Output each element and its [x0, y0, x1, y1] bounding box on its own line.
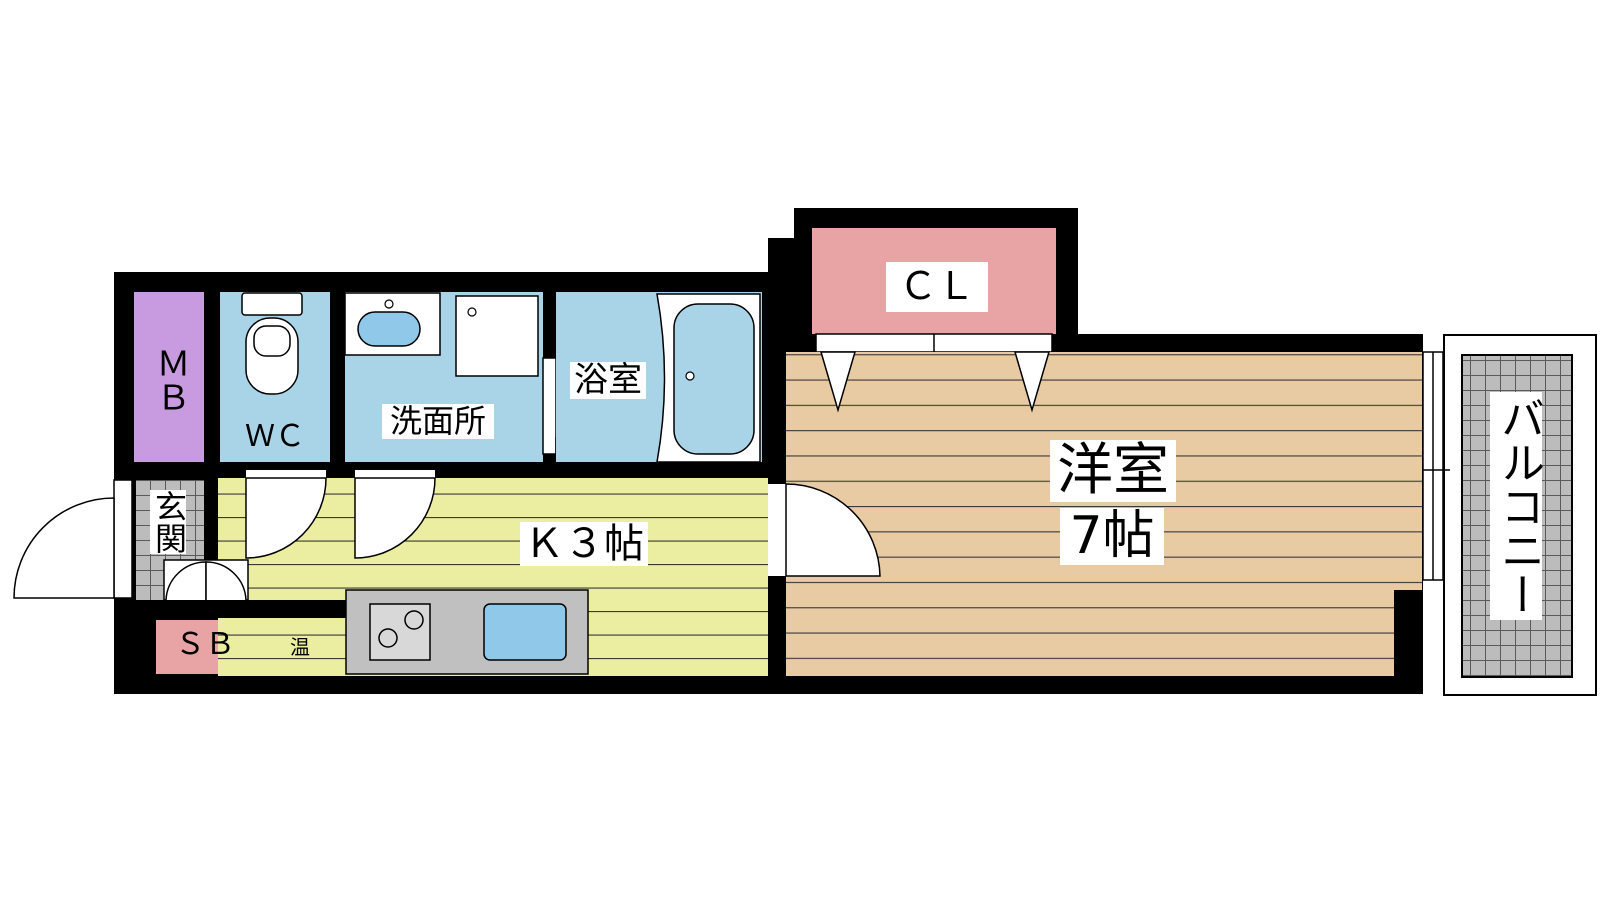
- washroom-label: 洗面所: [382, 403, 494, 440]
- washroom-door-swing: [354, 470, 436, 559]
- kitchen-counter: [345, 589, 589, 675]
- shoe-box-label: ＳＢ: [175, 627, 235, 662]
- entrance-double-door: [163, 559, 249, 601]
- water-heater-label: 温: [290, 635, 310, 659]
- western-room-label: 洋室: [1050, 440, 1176, 502]
- mb-room: [134, 292, 204, 462]
- front-door-swing: [13, 497, 115, 599]
- sink-icon: [344, 292, 441, 356]
- washing-machine-icon: [455, 295, 539, 377]
- room-corner-pillar: [1394, 590, 1423, 676]
- toilet-icon: [241, 292, 303, 395]
- entrance-label: 玄関: [150, 490, 188, 554]
- kitchen-label: Ｋ３帖: [520, 522, 648, 566]
- wc-door-swing: [245, 470, 327, 559]
- closet-door-left: [819, 351, 857, 413]
- balcony-label: バルコニー: [1490, 392, 1544, 620]
- western-room-size-label: 7帖: [1060, 507, 1164, 566]
- closet-label: ＣＬ: [886, 262, 988, 312]
- room-door-swing: [768, 483, 881, 577]
- closet-door-right: [1013, 351, 1051, 413]
- bathtub-icon: [656, 293, 761, 463]
- wc-label: ＷＣ: [245, 419, 305, 454]
- mb-label: ＭＢ: [150, 346, 190, 414]
- bathroom-label: 浴室: [570, 361, 646, 400]
